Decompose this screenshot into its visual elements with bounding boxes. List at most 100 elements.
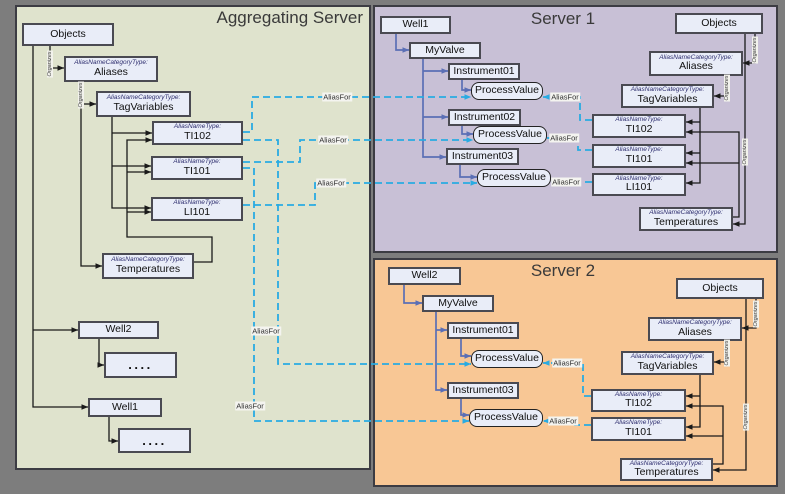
node-type-header: AliasNameCategoryType: [629,459,704,467]
node-label: Temperatures [115,262,181,275]
node-label: TI102 [184,129,211,142]
node-label: ProcessValue [474,84,539,97]
node-s1-inst02: Instrument02 [448,109,521,126]
node-label: Instrument03 [451,149,514,162]
node-label: .... [142,432,167,448]
server-2-title: Server 2 [530,261,596,280]
node-agg-tagvars: AliasNameCategoryType:TagVariables [96,91,191,117]
node-type-header: AliasNameCategoryType: [630,353,705,361]
organizes-label: Organizes [743,403,749,431]
node-s1-tagvars: AliasNameCategoryType:TagVariables [621,84,714,108]
node-label: Objects [702,281,738,294]
node-label: LI101 [625,181,653,194]
node-label: TagVariables [637,359,698,372]
alias-for-label: AliasFor [318,135,348,145]
node-agg-ti101: AliasNameType:TI101 [151,156,243,180]
node-label: Well1 [111,400,139,413]
node-type-header: AliasNameType: [615,174,663,182]
alias-for-label: AliasFor [551,177,581,187]
node-label: Objects [50,27,86,40]
node-label: TagVariables [637,92,698,105]
organizes-label: Organizes [724,339,730,367]
node-type-header: AliasNameCategoryType: [74,59,148,67]
node-label: ProcessValue [474,352,539,365]
organizes-label: Organizes [47,50,53,78]
alias-for-label: AliasFor [235,401,265,411]
node-s2-ti101: AliasNameType:TI101 [591,417,686,441]
alias-for-label: AliasFor [550,92,580,102]
node-s1-well1: Well1 [380,16,451,34]
node-agg-dots1: .... [118,428,191,453]
node-label: .... [128,357,153,373]
node-type-header: AliasNameCategoryType: [111,256,185,264]
node-label: TI101 [625,425,652,438]
node-label: MyValve [438,296,478,309]
node-type-header: AliasNameType: [615,116,663,124]
node-type-header: AliasNameCategoryType: [658,319,732,327]
node-type-header: AliasNameType: [614,390,663,398]
node-s2-myvalve: MyValve [422,295,494,312]
node-label: ProcessValue [477,128,542,141]
node-s1-inst01: Instrument01 [448,63,520,80]
node-type-header: AliasNameType: [615,146,663,154]
node-type-header: AliasNameCategoryType: [659,53,733,61]
node-label: Aliases [678,325,712,338]
node-type-header: AliasNameCategoryType: [649,209,723,217]
alias-for-label: AliasFor [552,358,582,368]
node-s1-ti102: AliasNameType:TI102 [592,114,686,138]
node-s2-inst03: Instrument03 [447,382,519,399]
node-label: Temperatures [634,466,699,479]
node-s1-li101: AliasNameType:LI101 [592,173,686,196]
node-label: Aliases [94,65,128,78]
node-label: TI102 [625,397,652,410]
node-agg-ti102: AliasNameType:TI102 [152,121,243,145]
node-agg-li101: AliasNameType:LI101 [151,197,243,221]
alias-for-label: AliasFor [322,92,352,102]
node-agg-temps: AliasNameCategoryType:Temperatures [102,253,194,279]
node-s1-ti101: AliasNameType:TI101 [592,144,686,168]
node-s1-pv1: ProcessValue [471,82,543,100]
node-label: TI101 [183,164,211,177]
node-s2-ti102: AliasNameType:TI102 [591,389,686,412]
node-label: TI101 [625,152,653,165]
organizes-label: Organizes [724,74,730,102]
node-s2-aliases: AliasNameCategoryType:Aliases [648,317,742,341]
node-label: ProcessValue [473,411,538,424]
node-agg-well1: Well1 [88,398,162,417]
node-agg-dots2: .... [104,352,177,378]
node-label: Well2 [105,323,132,336]
node-agg-objects: Objects [22,23,114,46]
node-label: TagVariables [113,100,174,113]
node-type-header: AliasNameType: [173,158,221,166]
node-agg-aliases: AliasNameCategoryType:Aliases [64,56,158,82]
node-s1-aliases: AliasNameCategoryType:Aliases [649,51,743,76]
node-s1-pv3: ProcessValue [477,169,551,187]
node-s2-temps: AliasNameCategoryType:Temperatures [620,458,713,481]
node-s1-pv2: ProcessValue [473,126,547,144]
alias-for-label: AliasFor [251,326,281,336]
alias-for-label: AliasFor [549,133,579,143]
node-type-header: AliasNameType: [173,123,222,131]
alias-for-label: AliasFor [316,178,346,188]
node-agg-well2: Well2 [78,321,159,339]
node-s2-pv2: ProcessValue [469,409,543,427]
node-s2-objects: Objects [676,278,764,299]
aggregating-server-title: Aggregating Server [216,8,363,27]
node-label: ProcessValue [481,171,546,184]
node-s1-myvalve: MyValve [409,42,481,59]
organizes-label: Organizes [742,138,748,166]
organizes-label: Organizes [752,36,758,64]
node-type-header: AliasNameType: [614,419,663,427]
node-type-header: AliasNameCategoryType: [106,94,181,102]
organizes-label: Organizes [78,81,84,109]
node-type-header: AliasNameCategoryType: [630,86,705,94]
node-label: TI102 [625,122,653,135]
node-label: Temperatures [653,215,719,228]
node-s1-temps: AliasNameCategoryType:Temperatures [639,207,733,231]
node-label: Instrument01 [452,323,514,336]
node-label: Objects [701,16,737,29]
organizes-label: Organizes [753,300,759,328]
node-s2-pv1: ProcessValue [471,350,543,368]
alias-for-label: AliasFor [548,416,578,426]
